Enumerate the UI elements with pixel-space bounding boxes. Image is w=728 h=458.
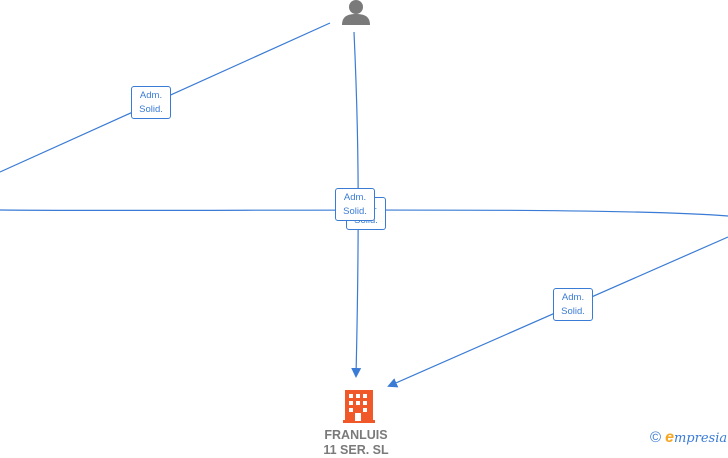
edge-person-to-company: [351, 31, 362, 378]
edge-horizontal: [0, 209, 728, 217]
brand-logo[interactable]: ©empresia: [650, 429, 727, 447]
copyright-symbol: ©: [650, 429, 662, 446]
company-name[interactable]: FRANLUIS 11 SER. SL: [300, 428, 412, 458]
role-line1: Adm.: [343, 192, 367, 203]
role-line1: Adm.: [139, 90, 163, 101]
person-icon[interactable]: [342, 0, 370, 25]
role-badge[interactable]: Adm. Solid.: [335, 188, 375, 221]
building-icon[interactable]: [343, 390, 375, 423]
company-name-line2: 11 SER. SL: [323, 443, 389, 457]
role-line2: Solid.: [343, 206, 367, 217]
role-line1: Adm.: [561, 292, 585, 303]
role-line2: Solid.: [561, 306, 585, 317]
role-badge[interactable]: Adm. Solid.: [553, 288, 593, 321]
role-badge[interactable]: Adm. Solid.: [131, 86, 171, 119]
role-line2: Solid.: [139, 104, 163, 115]
company-name-line1: FRANLUIS: [324, 428, 388, 442]
brand-name: mpresia: [673, 431, 728, 446]
brand-e: e: [665, 429, 674, 446]
